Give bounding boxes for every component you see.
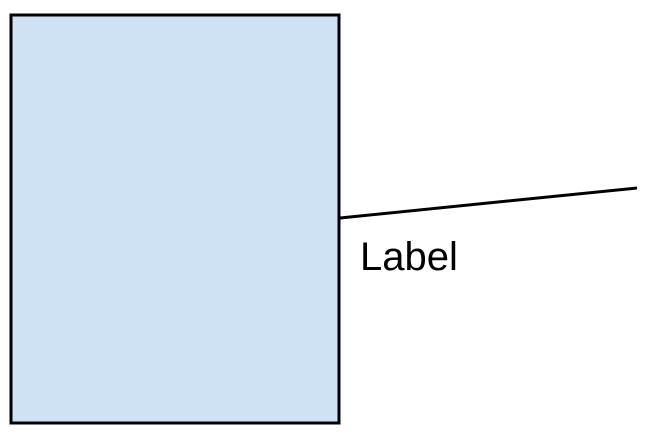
connector-line[interactable] xyxy=(339,186,638,220)
blue-rectangle-shape[interactable] xyxy=(9,13,341,425)
line-label: Label xyxy=(360,235,458,279)
